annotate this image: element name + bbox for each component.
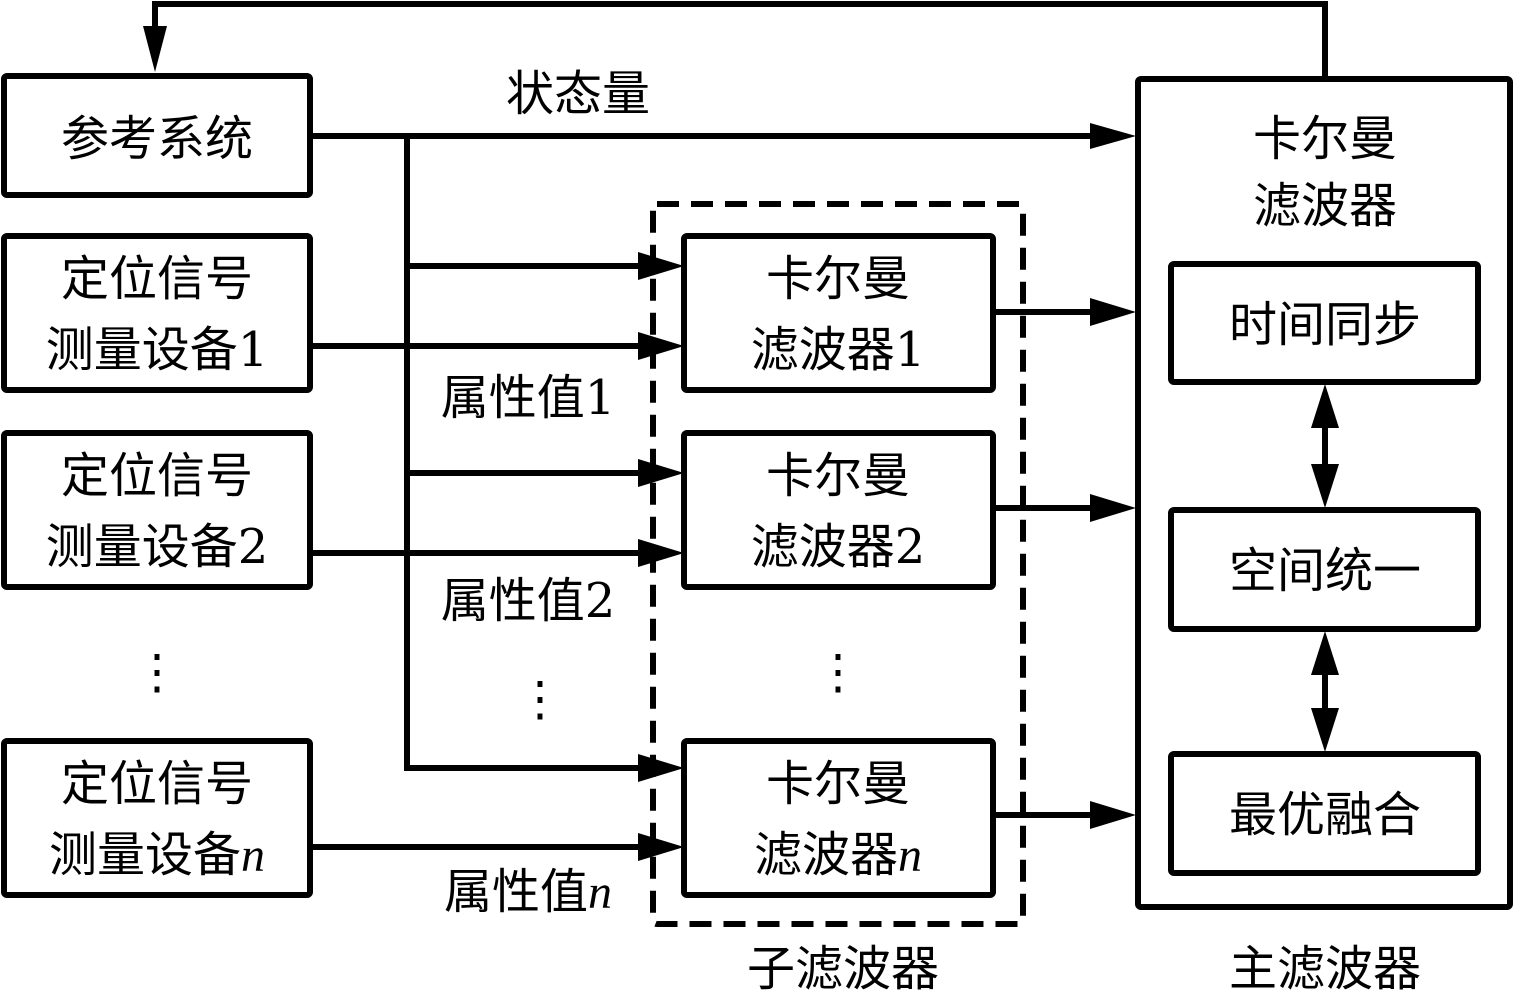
sub-filter-n-line2: 滤波器n [754, 827, 922, 883]
bidirectional-arrow-2 [1311, 631, 1339, 752]
sub-filter-1-line2: 滤波器1 [751, 322, 926, 378]
attribute-arrow-n [638, 833, 684, 861]
main-filter-title-line2: 滤波器 [1253, 178, 1397, 234]
device-2-line1: 定位信号 [61, 448, 253, 504]
feedback-arrow-head [143, 26, 167, 72]
stage-optimal-fusion: 最优融合 [1168, 751, 1481, 876]
attribute-label-1: 属性值1 [441, 370, 616, 426]
stage-space-unify: 空间统一 [1168, 507, 1481, 632]
device-box-1: 定位信号 测量设备1 [1, 233, 313, 393]
device-1-line2: 测量设备1 [46, 322, 269, 378]
reference-arrow-1 [638, 252, 684, 280]
device-n-line2: 测量设备n [49, 827, 265, 883]
sub-filter-1-line1: 卡尔曼 [766, 251, 910, 307]
attribute-arrow-1 [638, 332, 684, 360]
attribute-arrow-2 [638, 539, 684, 567]
bidirectional-arrow-1 [1311, 384, 1339, 508]
sub-filter-box-2: 卡尔曼 滤波器2 [681, 430, 996, 590]
feedback-line [152, 1, 1328, 78]
attribute-ellipsis: ⋮ [516, 671, 564, 727]
reference-system-box: 参考系统 [1, 73, 313, 198]
main-filter-title-line1: 卡尔曼 [1253, 111, 1397, 167]
sub-output-arrow-2 [1090, 494, 1136, 522]
device-n-line1: 定位信号 [61, 756, 253, 812]
sub-output-arrow-n [1090, 801, 1136, 829]
sub-filter-box-n: 卡尔曼 滤波器n [681, 738, 996, 898]
sub-filter-2-line1: 卡尔曼 [766, 448, 910, 504]
sub-filter-box-1: 卡尔曼 滤波器1 [681, 233, 996, 393]
reference-system-label: 参考系统 [61, 111, 253, 167]
reference-arrow-n [638, 754, 684, 782]
state-label: 状态量 [506, 66, 650, 122]
device-2-line2: 测量设备2 [46, 519, 269, 575]
main-filter-group-label: 主滤波器 [1229, 941, 1421, 997]
stage-space-unify-label: 空间统一 [1229, 543, 1421, 599]
sub-output-arrow-1 [1090, 298, 1136, 326]
device-ellipsis: ⋮ [133, 644, 181, 700]
sub-filter-n-line1: 卡尔曼 [766, 756, 910, 812]
stage-time-sync: 时间同步 [1168, 261, 1481, 385]
stage-time-sync-label: 时间同步 [1229, 297, 1421, 353]
state-arrow-head [1090, 123, 1136, 149]
device-box-2: 定位信号 测量设备2 [1, 430, 313, 590]
device-box-n: 定位信号 测量设备n [1, 738, 313, 898]
stage-optimal-fusion-label: 最优融合 [1229, 787, 1421, 843]
attribute-label-n: 属性值n [444, 864, 612, 920]
sub-filter-ellipsis: ⋮ [814, 644, 862, 700]
sub-filter-2-line2: 滤波器2 [751, 519, 926, 575]
sub-filter-group-label: 子滤波器 [747, 941, 939, 997]
attribute-label-2: 属性值2 [441, 573, 616, 629]
device-1-line1: 定位信号 [61, 251, 253, 307]
reference-arrow-2 [638, 459, 684, 487]
sub-filter-group [650, 201, 1026, 927]
